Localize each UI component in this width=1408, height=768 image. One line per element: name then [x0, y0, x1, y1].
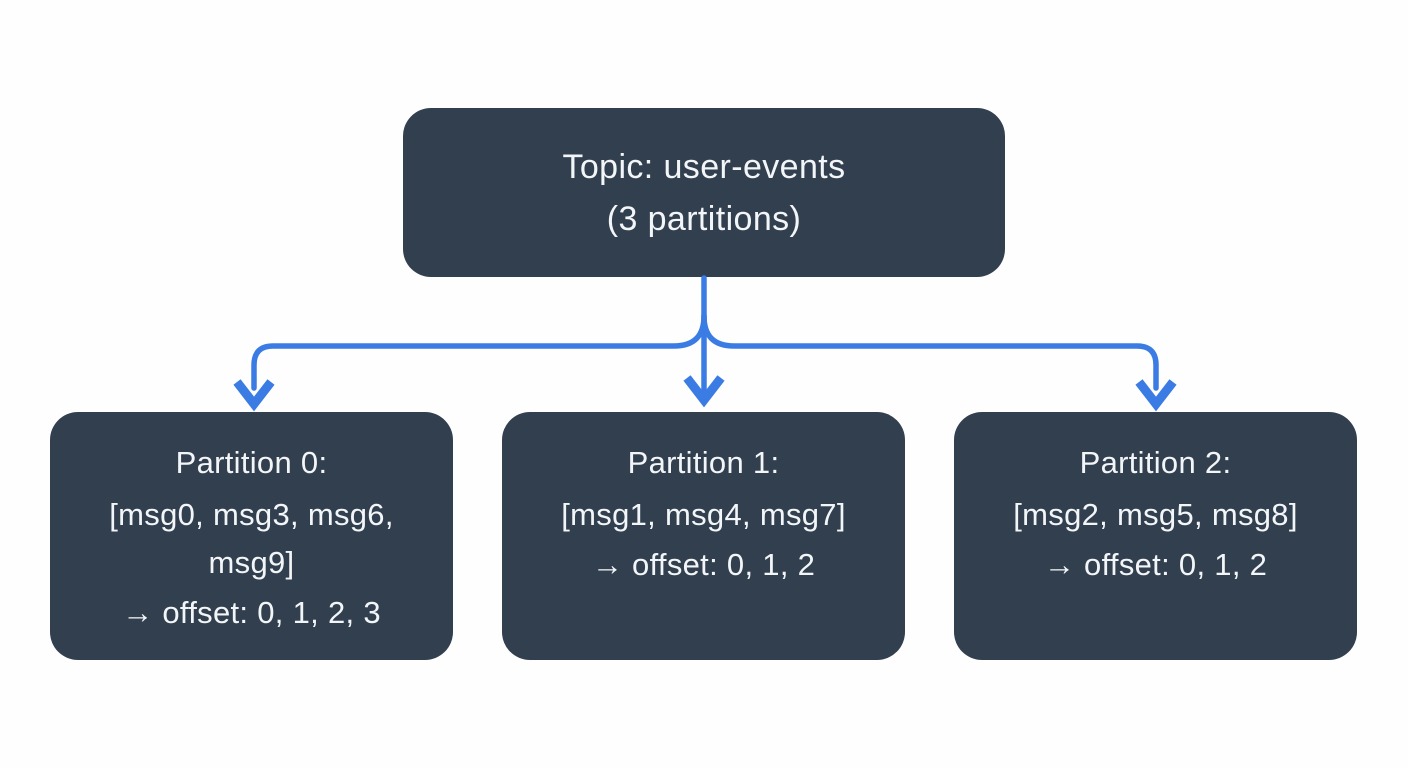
topic-box: Topic: user-events (3 partitions) — [403, 108, 1005, 277]
connector-branch-left — [251, 313, 707, 391]
partition-offsets: → offset: 0, 1, 2 — [1043, 547, 1268, 582]
partition-messages: [msg0, msg3, msg6, msg9] — [109, 497, 394, 580]
topic-label-line1: Topic: user-events — [562, 147, 846, 186]
connector-branch-right — [701, 313, 1159, 391]
partition-title: Partition 2: — [1079, 445, 1232, 480]
partition-messages: [msg2, msg5, msg8] — [1013, 497, 1298, 532]
arrowhead-down-right-icon — [1135, 379, 1177, 412]
partition-box-2: Partition 2: [msg2, msg5, msg8] → offset… — [954, 412, 1357, 660]
partition-offsets: → offset: 0, 1, 2, 3 — [122, 595, 381, 630]
partition-title: Partition 1: — [627, 445, 780, 480]
partition-box-0: Partition 0: [msg0, msg3, msg6, msg9] → … — [50, 412, 453, 660]
arrowhead-down-left-icon — [233, 379, 275, 412]
partition-offsets: → offset: 0, 1, 2 — [591, 547, 816, 582]
partition-title: Partition 0: — [175, 445, 328, 480]
partition-messages: [msg1, msg4, msg7] — [561, 497, 846, 532]
partition-box-1: Partition 1: [msg1, msg4, msg7] → offset… — [502, 412, 905, 660]
partition-row: Partition 0: [msg0, msg3, msg6, msg9] → … — [50, 412, 1357, 660]
arrowhead-down-middle-icon — [683, 375, 725, 408]
topic-label-line2: (3 partitions) — [606, 199, 802, 238]
